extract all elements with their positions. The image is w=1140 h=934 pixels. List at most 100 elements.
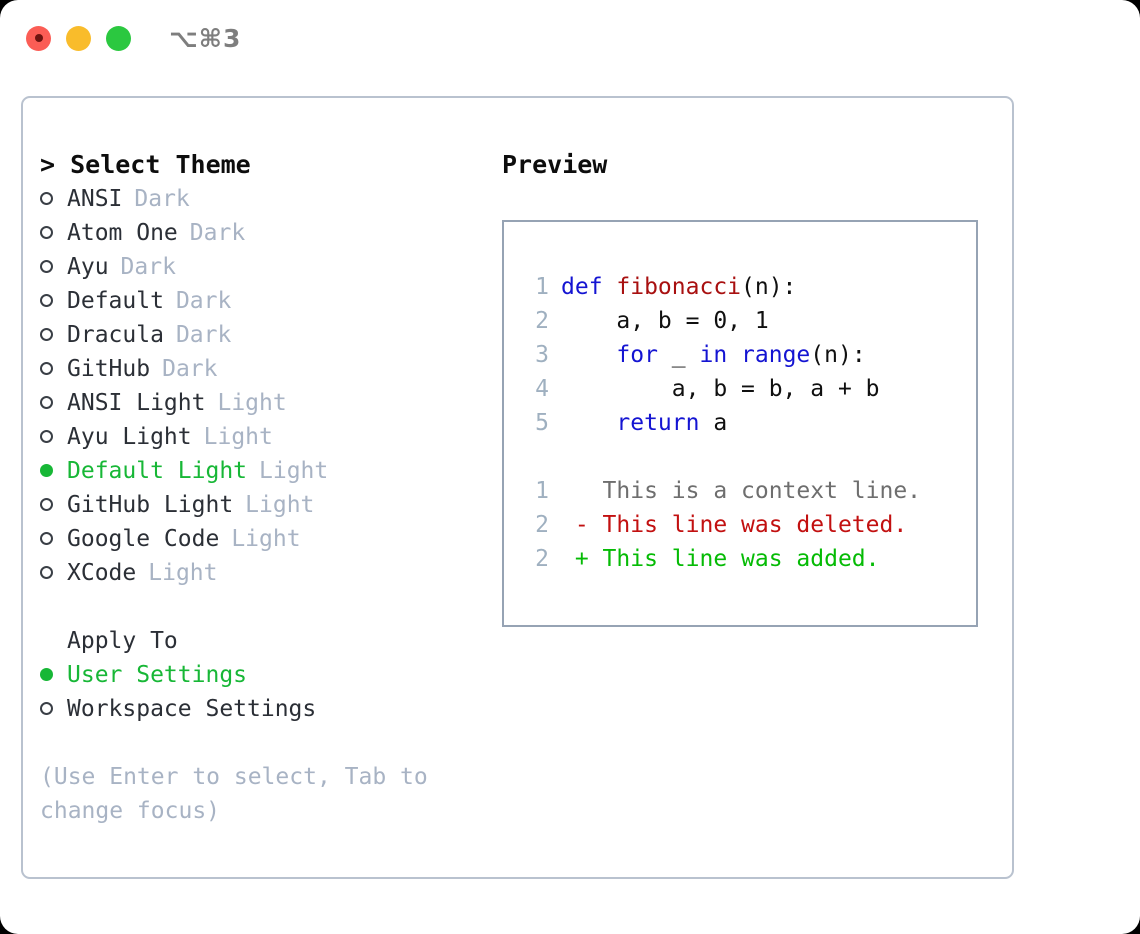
code-line-number: 1 <box>535 274 549 300</box>
theme-name: GitHub Light <box>67 492 234 518</box>
theme-name: Ayu <box>67 254 109 280</box>
code-line-text: This is a context line. <box>561 474 922 508</box>
apply-to-option-label: User Settings <box>67 662 248 688</box>
code-token-add: + This line was added. <box>561 546 880 572</box>
radio-unselected-icon <box>40 250 67 284</box>
code-line-number: 2 <box>535 546 549 572</box>
apply-to-title: Apply To <box>67 628 178 654</box>
code-token-plain: a <box>699 410 728 436</box>
code-token-plain <box>561 410 616 436</box>
code-line-text: a, b = b, a + b <box>561 372 880 406</box>
theme-name: XCode <box>67 560 137 586</box>
radio-unselected-icon <box>40 522 67 556</box>
theme-name: Default <box>67 288 164 314</box>
code-token-plain: a, b = 0, 1 <box>561 308 769 334</box>
code-line-text: + This line was added. <box>561 542 880 576</box>
radio-selected-icon <box>40 454 67 488</box>
radio-unselected-icon <box>40 216 67 250</box>
theme-list-item-google-code[interactable]: Google Code Light <box>40 522 490 556</box>
theme-name: ANSI <box>67 186 123 212</box>
theme-variant-tag: Light <box>203 424 273 450</box>
code-line-number: 1 <box>535 478 549 504</box>
traffic-light-controls <box>26 25 131 51</box>
code-line: 2 + This line was added. <box>521 542 976 576</box>
code-token-plain <box>561 342 616 368</box>
radio-unselected-icon <box>40 488 67 522</box>
apply-to-option-user-settings[interactable]: User Settings <box>40 658 490 692</box>
theme-name: Atom One <box>67 220 178 246</box>
theme-list-item-ansi[interactable]: ANSI Dark <box>40 182 490 216</box>
radio-unselected-icon <box>40 182 67 216</box>
radio-unselected-icon <box>40 420 67 454</box>
code-line-text: - This line was deleted. <box>561 508 907 542</box>
radio-unselected-icon <box>40 692 67 726</box>
theme-name: Ayu Light <box>67 424 192 450</box>
apply-to-option-workspace-settings[interactable]: Workspace Settings <box>40 692 490 726</box>
theme-name: Google Code <box>67 526 220 552</box>
code-token-kw: range <box>741 342 811 368</box>
code-token-plain: (n): <box>810 342 866 368</box>
code-line: 2 - This line was deleted. <box>521 508 976 542</box>
code-token-kw: in <box>699 342 728 368</box>
keyboard-shortcut-label: ⌥⌘3 <box>169 23 242 53</box>
theme-variant-tag: Dark <box>189 220 246 246</box>
apply-to-option-label: Workspace Settings <box>67 696 317 722</box>
theme-name: Default Light <box>67 458 248 484</box>
theme-list-item-dracula[interactable]: Dracula Dark <box>40 318 490 352</box>
maximize-window-button[interactable] <box>106 25 131 51</box>
code-line-text: a, b = 0, 1 <box>561 304 769 338</box>
theme-name: Dracula <box>67 322 164 348</box>
code-token-kw: def <box>561 274 617 300</box>
theme-list-item-ayu[interactable]: Ayu Dark <box>40 250 490 284</box>
code-line-text: return a <box>561 406 727 440</box>
code-line: 3 for _ in range(n): <box>521 338 976 372</box>
code-line-number: 3 <box>535 342 549 368</box>
theme-variant-tag: Dark <box>162 356 218 382</box>
title-bar: ⌥⌘3 <box>0 0 1140 76</box>
theme-list-item-ayu-light[interactable]: Ayu Light Light <box>40 420 490 454</box>
code-line-number: 2 <box>535 512 549 538</box>
radio-selected-icon <box>40 658 67 692</box>
code-token-kw: for <box>616 342 658 368</box>
code-token-plain: _ <box>657 342 700 368</box>
keyboard-hint-text: (Use Enter to select, Tab to change focu… <box>40 764 442 824</box>
code-line: 1 This is a context line. <box>521 474 976 508</box>
theme-name: ANSI Light <box>67 390 206 416</box>
code-line-text: def fibonacci(n): <box>561 270 796 304</box>
code-token-del: - This line was deleted. <box>561 512 908 538</box>
theme-variant-tag: Dark <box>175 288 232 314</box>
code-line-number: 2 <box>535 308 549 334</box>
theme-variant-tag: Dark <box>120 254 176 280</box>
code-line: 5 return a <box>521 406 976 440</box>
theme-variant-tag: Dark <box>175 322 232 348</box>
code-blank-line <box>521 440 976 474</box>
code-token-plain: (n): <box>741 274 797 300</box>
theme-list-item-default[interactable]: Default Dark <box>40 284 490 318</box>
code-line: 1 def fibonacci(n): <box>521 270 976 304</box>
close-window-button[interactable] <box>26 25 51 51</box>
code-line-number: 5 <box>535 410 549 436</box>
code-token-plain <box>727 342 741 368</box>
code-token-kw: return <box>616 410 700 436</box>
radio-unselected-icon <box>40 556 67 590</box>
theme-list-item-atom-one[interactable]: Atom One Dark <box>40 216 490 250</box>
minimize-window-button[interactable] <box>66 25 91 51</box>
code-token-ctx: This is a context line. <box>561 478 922 504</box>
theme-variant-tag: Light <box>231 526 301 552</box>
radio-unselected-icon <box>40 284 67 318</box>
theme-list-title: > Select Theme <box>40 150 251 179</box>
theme-variant-tag: Dark <box>134 186 190 212</box>
radio-unselected-icon <box>40 386 67 420</box>
